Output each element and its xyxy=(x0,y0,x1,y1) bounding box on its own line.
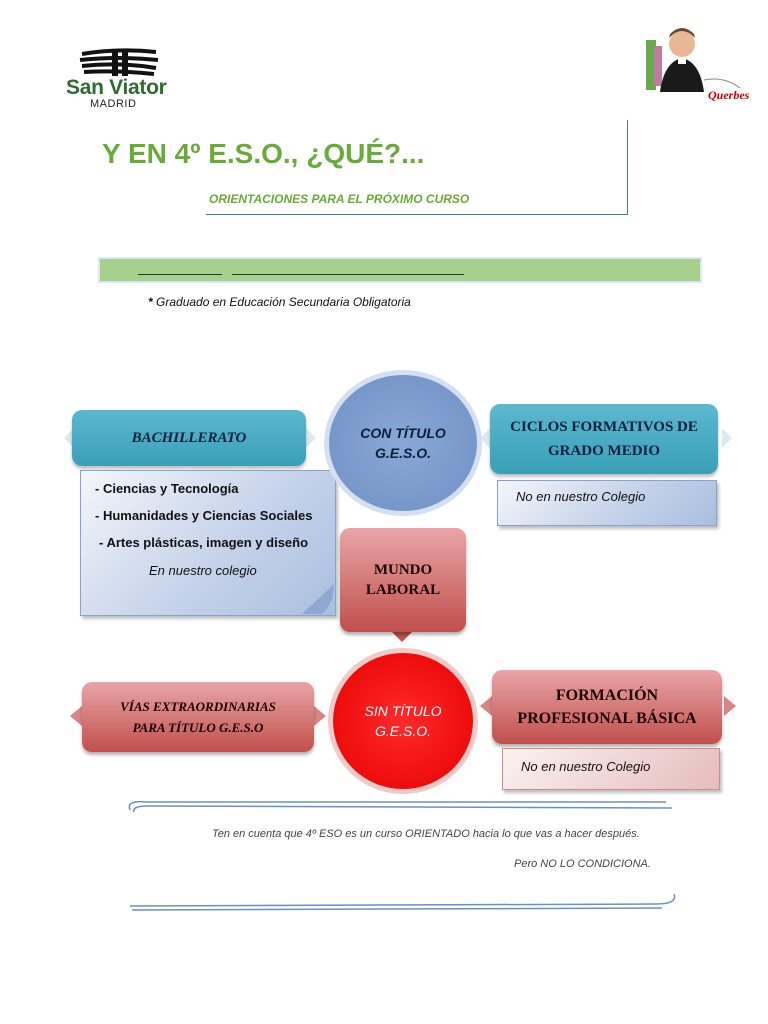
sin-titulo-circle: SIN TÍTULO G.E.S.O. xyxy=(328,648,478,794)
logo-brand-text: San Viator xyxy=(66,76,167,99)
logo-city-text: MADRID xyxy=(90,98,137,110)
ciclos-availability: No en nuestro Colegio xyxy=(516,489,646,504)
page-subtitle: ORIENTACIONES PARA EL PRÓXIMO CURSO xyxy=(209,192,470,206)
bachillerato-options-note: - Ciencias y Tecnología - Humanidades y … xyxy=(80,470,336,616)
footnote-text: Graduado en Educación Secundaria Obligat… xyxy=(156,295,411,309)
footnote: * Graduado en Educación Secundaria Oblig… xyxy=(148,295,411,309)
ciclos-note: No en nuestro Colegio xyxy=(497,480,717,526)
vias-extraordinarias-box: VÍAS EXTRAORDINARIAS PARA TÍTULO G.E.S.O xyxy=(82,682,314,752)
blank-line xyxy=(232,274,464,275)
querbes-badge: Querbes xyxy=(644,22,756,106)
logo-mark-icon xyxy=(79,48,159,76)
bachillerato-availability: En nuestro colegio xyxy=(149,563,257,578)
reminder-line-2: Pero NO LO CONDICIONA. xyxy=(514,858,651,870)
mundo-laboral-box: MUNDO LABORAL xyxy=(340,528,466,632)
name-field-bar xyxy=(98,257,702,283)
san-viator-logo: San Viator MADRID xyxy=(64,48,174,112)
bachillerato-box: BACHILLERATO xyxy=(72,410,306,466)
footnote-star: * xyxy=(148,295,153,309)
title-frame xyxy=(206,120,628,215)
reminder-scroll xyxy=(128,800,676,911)
vias-label: VÍAS EXTRAORDINARIAS PARA TÍTULO G.E.S.O xyxy=(120,699,276,735)
page-curl-icon xyxy=(302,584,334,614)
reminder-line-1: Ten en cuenta que 4º ESO es un curso ORI… xyxy=(212,828,640,840)
mundo-laboral-label: MUNDO LABORAL xyxy=(365,562,441,598)
fpb-note: No en nuestro Colegio xyxy=(502,748,720,790)
con-titulo-circle: CON TÍTULO G.E.S.O. xyxy=(324,370,482,516)
ciclos-label: CICLOS FORMATIVOS DE GRADO MEDIO xyxy=(510,419,698,459)
ciclos-box: CICLOS FORMATIVOS DE GRADO MEDIO xyxy=(490,404,718,474)
page-title: Y EN 4º E.S.O., ¿QUÉ?... xyxy=(102,138,425,169)
badge-text: Querbes xyxy=(708,88,750,102)
portrait-icon xyxy=(646,28,741,92)
fpb-box: FORMACIÓN PROFESIONAL BÁSICA xyxy=(492,670,722,744)
con-titulo-label: CON TÍTULO G.E.S.O. xyxy=(360,425,446,461)
bachillerato-option: - Humanidades y Ciencias Sociales xyxy=(95,508,313,523)
blank-line xyxy=(138,274,222,275)
bachillerato-option: - Artes plásticas, imagen y diseño xyxy=(99,535,309,550)
fpb-label: FORMACIÓN PROFESIONAL BÁSICA xyxy=(517,687,697,727)
fpb-availability: No en nuestro Colegio xyxy=(521,759,651,774)
bachillerato-option: - Ciencias y Tecnología xyxy=(95,481,239,496)
sin-titulo-label: SIN TÍTULO G.E.S.O. xyxy=(364,703,442,739)
